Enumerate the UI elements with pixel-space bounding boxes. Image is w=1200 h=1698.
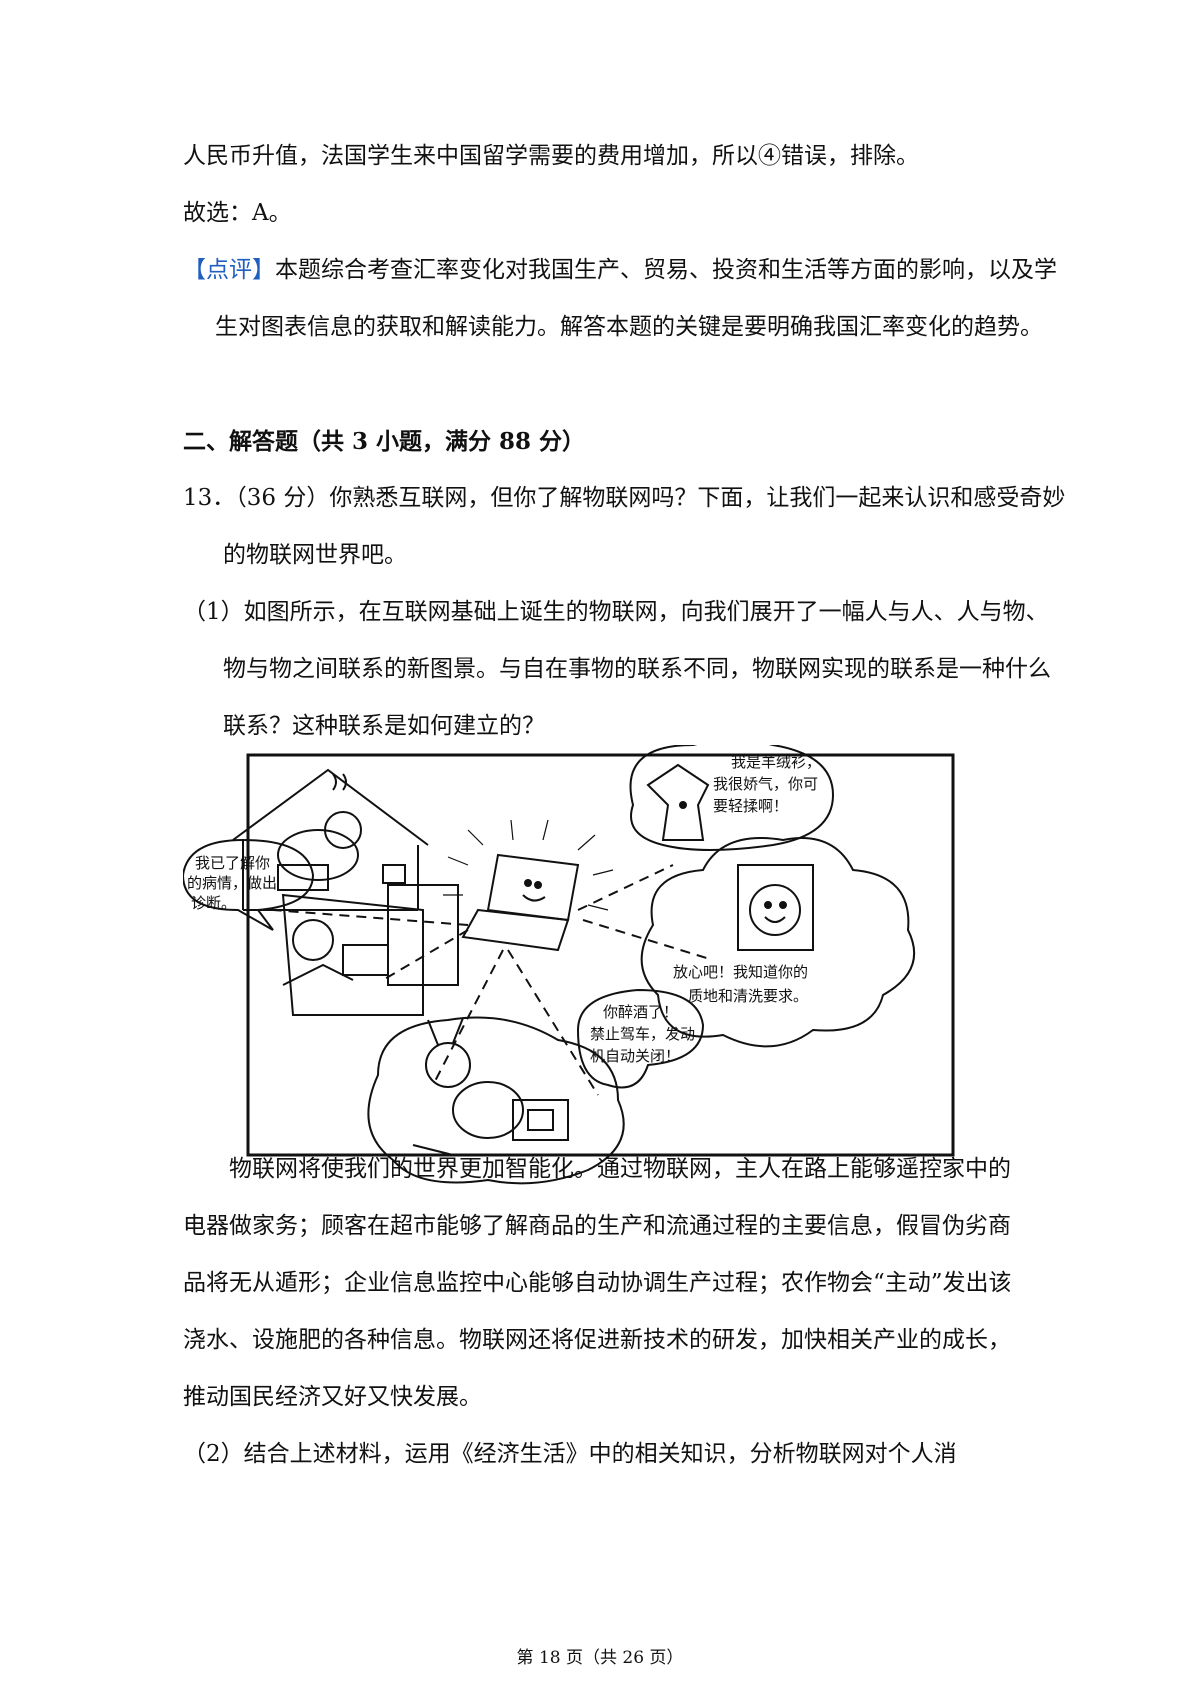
explanation-line: 人民币升值，法国学生来中国留学需要的费用增加，所以④错误，排除。 — [183, 143, 919, 169]
doctor-bubble-line-3: 诊断。 — [191, 894, 236, 912]
section-title: 二、解答题（共 3 小题，满分 88 分） — [183, 428, 586, 455]
house-patient-scene — [232, 768, 429, 911]
car-bubble-line-3: 机自动关闭！ — [590, 1047, 680, 1065]
laptop-scene — [461, 853, 580, 952]
washer-thought-cloud — [640, 837, 916, 1048]
washing-machine-scene — [737, 864, 814, 951]
doctor-bubble-line-2: 的病情，做出 — [187, 874, 277, 892]
comment-body: 本题综合考查汇率变化对我国生产、贸易、投资和生活等方面的影响，以及学生对图表信息… — [215, 257, 1057, 340]
question-13: 13．（36 分）你熟悉互联网，但你了解物联网吗？下面，让我们一起来认识和感受奇… — [183, 485, 1066, 568]
car-bubble-line-2: 禁止驾车，发动 — [590, 1025, 695, 1043]
page-footer: 第 18 页（共 26 页） — [516, 1648, 684, 1668]
doctor-scene — [281, 884, 459, 1016]
figure-frame — [246, 753, 955, 1157]
comment-paragraph: 【点评】本题综合考查汇率变化对我国生产、贸易、投资和生活等方面的影响，以及学生对… — [183, 242, 1060, 356]
washer-bubble-line-2: 质地和清洗要求。 — [688, 987, 808, 1005]
iot-cartoon-figure: 我已了解你 的病情，做出 诊断。 我是羊绒衫， 我很娇气，你可 要轻揉啊！ 放心… — [183, 745, 1028, 1240]
shirt-scene — [646, 763, 710, 841]
doctor-speech-bubble — [183, 838, 315, 931]
question-13-part-2: （2）结合上述材料，运用《经济生活》中的相关知识，分析物联网对个人消 — [183, 1441, 957, 1467]
doctor-bubble-line-1: 我已了解你 — [195, 854, 270, 872]
shirt-thought-bubble — [629, 745, 835, 851]
car-bubble-line-1: 你醉酒了！ — [603, 1003, 678, 1021]
car-speech-bubble — [576, 988, 705, 1089]
material-paragraph: 物联网将使我们的世界更加智能化。通过物联网，主人在路上能够遥控家中的电器做家务；… — [183, 1156, 1012, 1410]
shirt-bubble-line-3: 要轻揉啊！ — [713, 797, 788, 815]
shirt-bubble-line-2: 我很娇气，你可 — [713, 775, 818, 793]
laptop-rays — [443, 819, 614, 911]
answer-line: 故选：A。 — [183, 200, 292, 226]
question-13-part-1: （1）如图所示，在互联网基础上诞生的物联网，向我们展开了一幅人与人、人与物、物与… — [183, 599, 1051, 739]
shirt-bubble-line-1: 我是羊绒衫， — [731, 753, 821, 771]
drunk-driver-scene — [412, 1017, 569, 1156]
car-scene-cloud — [367, 1016, 625, 1185]
comment-tag: 【点评】 — [183, 257, 275, 283]
washer-bubble-line-1: 放心吧！我知道你的 — [673, 963, 808, 981]
iot-cartoon-illustration: 我已了解你 的病情，做出 诊断。 我是羊绒衫， 我很娇气，你可 要轻揉啊！ 放心… — [183, 745, 955, 1185]
